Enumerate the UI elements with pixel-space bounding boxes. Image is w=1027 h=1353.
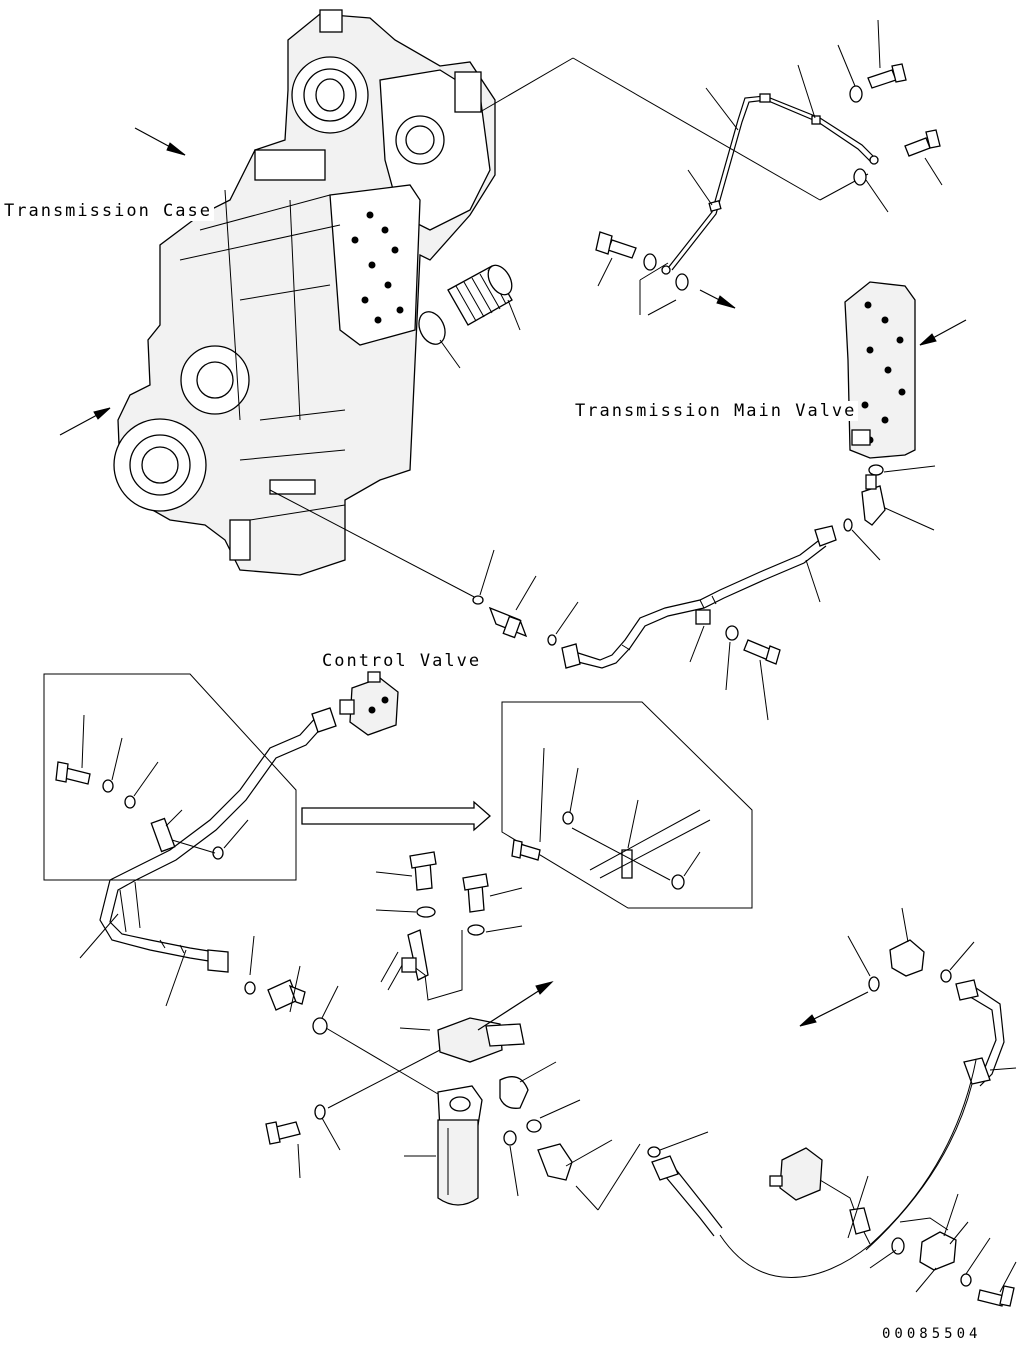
- left-hose: [99, 707, 337, 973]
- filter-fittings: [244, 935, 641, 1211]
- left-detail-box: [43, 673, 297, 881]
- strainer-element: [447, 264, 513, 326]
- lower-center-hose: [647, 1131, 723, 1237]
- upper-leaders: [597, 19, 943, 316]
- middle-hose-bolts: [689, 559, 821, 721]
- left-box-bolts: [55, 714, 249, 849]
- main-valve-arrow: [919, 319, 967, 346]
- upper-bolts: [595, 63, 941, 291]
- filter-bracket-bolts: [375, 851, 523, 936]
- label-transmission-case: Transmission Case: [2, 201, 214, 221]
- filter-assembly: [404, 1085, 483, 1206]
- callout-arrows-case: [59, 127, 186, 436]
- left-hose-clamp: [150, 817, 224, 860]
- middle-hose: [561, 525, 837, 669]
- strainer-o-ring: [418, 311, 446, 345]
- document-number: 00085504: [882, 1326, 982, 1342]
- detail-arrow: [301, 800, 491, 832]
- lower-right-hose: [719, 979, 1017, 1278]
- solenoid-sensor: [769, 1147, 871, 1245]
- pressure-switch: [869, 1193, 1017, 1307]
- upper-pipe: [661, 93, 879, 275]
- control-valve: [339, 671, 399, 736]
- label-transmission-main-valve: Transmission Main Valve: [573, 401, 859, 421]
- transmission-case: [113, 9, 496, 576]
- main-valve-fittings: [843, 464, 936, 561]
- label-control-valve: Control Valve: [320, 651, 484, 671]
- transmission-main-valve: [844, 281, 916, 459]
- lower-right-fittings: [799, 907, 975, 1027]
- middle-adapter: [472, 549, 579, 646]
- lower-left-hose-leaders: [79, 913, 187, 1007]
- right-detail-box: [501, 701, 753, 909]
- filter-bracket: [380, 929, 554, 1063]
